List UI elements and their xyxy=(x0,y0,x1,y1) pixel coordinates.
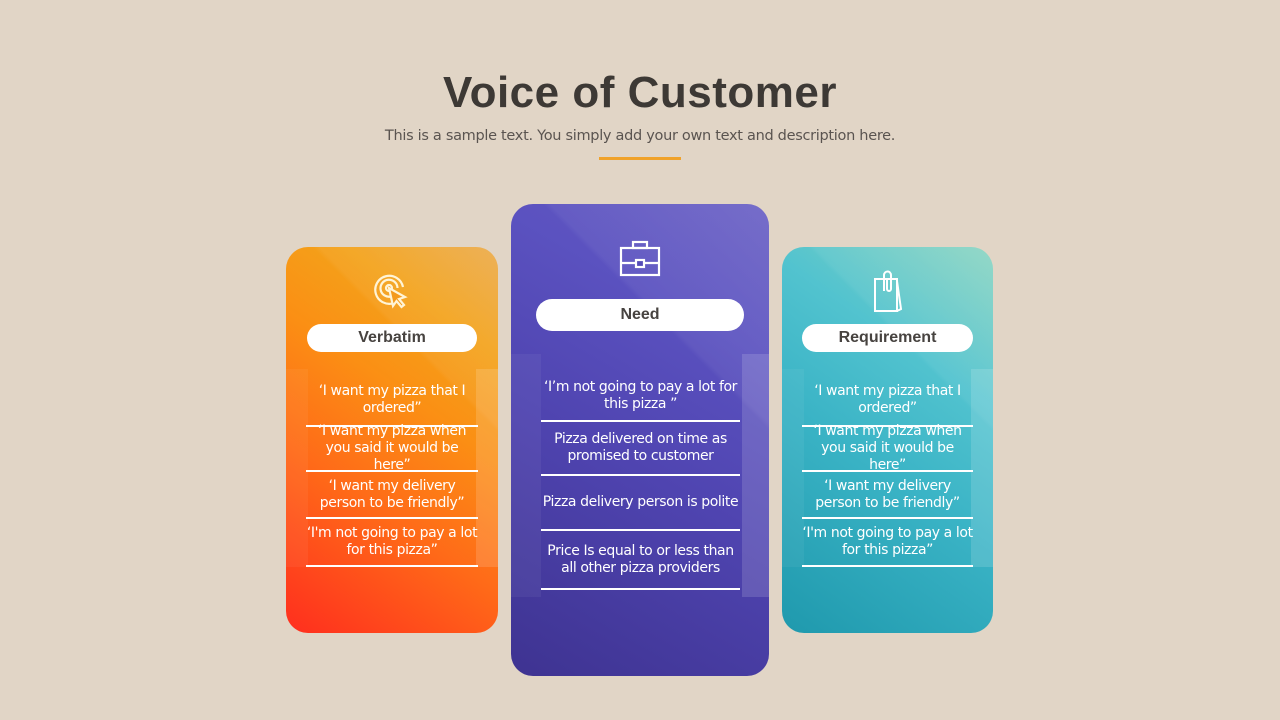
need-label-pill: Need xyxy=(536,299,744,331)
target-click-icon xyxy=(374,274,408,309)
list-item: Pizza delivery person is polite xyxy=(541,476,740,531)
list-item: ‘I'm not going to pay a lot for this piz… xyxy=(802,519,973,567)
clipped-document-icon xyxy=(873,270,902,312)
list-item: Price Is equal to or less than all other… xyxy=(541,531,740,590)
page-title: Voice of Customer xyxy=(443,68,837,117)
card-left-strip xyxy=(286,369,308,567)
list-item: ‘I want my delivery person to be friendl… xyxy=(306,472,478,519)
requirement-card: Requirement ‘I want my pizza that I orde… xyxy=(782,247,993,633)
list-item: ‘I want my pizza that I ordered” xyxy=(802,375,973,427)
card-left-strip xyxy=(782,369,804,567)
list-item: ‘I'm not going to pay a lot for this piz… xyxy=(306,519,478,567)
card-left-strip xyxy=(511,354,541,597)
requirement-label-pill: Requirement xyxy=(802,324,973,352)
verbatim-card: Verbatim ‘I want my pizza that I ordered… xyxy=(286,247,498,633)
list-item: ‘I want my pizza when you said it would … xyxy=(802,423,973,473)
briefcase-icon xyxy=(619,240,661,277)
card-side-strip xyxy=(476,369,498,567)
list-item: ‘I want my pizza that I ordered” xyxy=(306,375,478,427)
list-item: ‘I want my pizza when you said it would … xyxy=(306,423,478,473)
list-item: ‘I want my delivery person to be friendl… xyxy=(802,472,973,519)
verbatim-label-pill: Verbatim xyxy=(307,324,477,352)
need-card: Need ‘I’m not going to pay a lot for thi… xyxy=(511,204,769,676)
list-item: ‘I’m not going to pay a lot for this piz… xyxy=(541,372,740,422)
card-side-strip xyxy=(742,354,769,597)
card-side-strip xyxy=(971,369,993,567)
title-accent-divider xyxy=(599,157,681,160)
page-subtitle: This is a sample text. You simply add yo… xyxy=(384,128,896,144)
list-item: Pizza delivered on time as promised to c… xyxy=(541,422,740,476)
